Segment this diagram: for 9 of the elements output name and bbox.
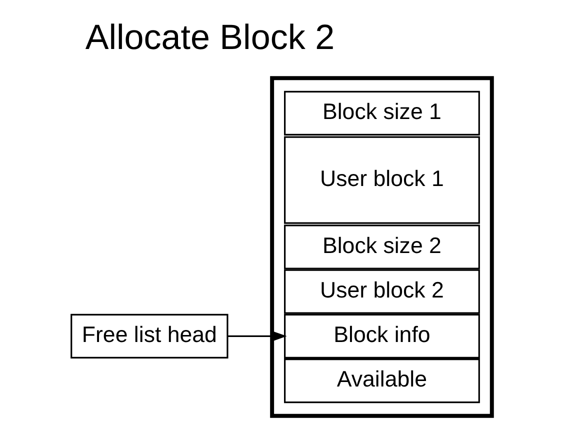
node-box: User block 1: [284, 136, 480, 224]
node-box: Block size 1: [284, 90, 480, 136]
node-box: Available: [284, 358, 480, 404]
node-box: Block info: [284, 314, 480, 358]
node-box: Block size 2: [284, 224, 480, 270]
node-box: User block 2: [284, 269, 480, 314]
arrow: [228, 331, 287, 342]
node-box: Free list head: [70, 314, 228, 358]
diagram-title: Allocate Block 2: [85, 18, 335, 57]
